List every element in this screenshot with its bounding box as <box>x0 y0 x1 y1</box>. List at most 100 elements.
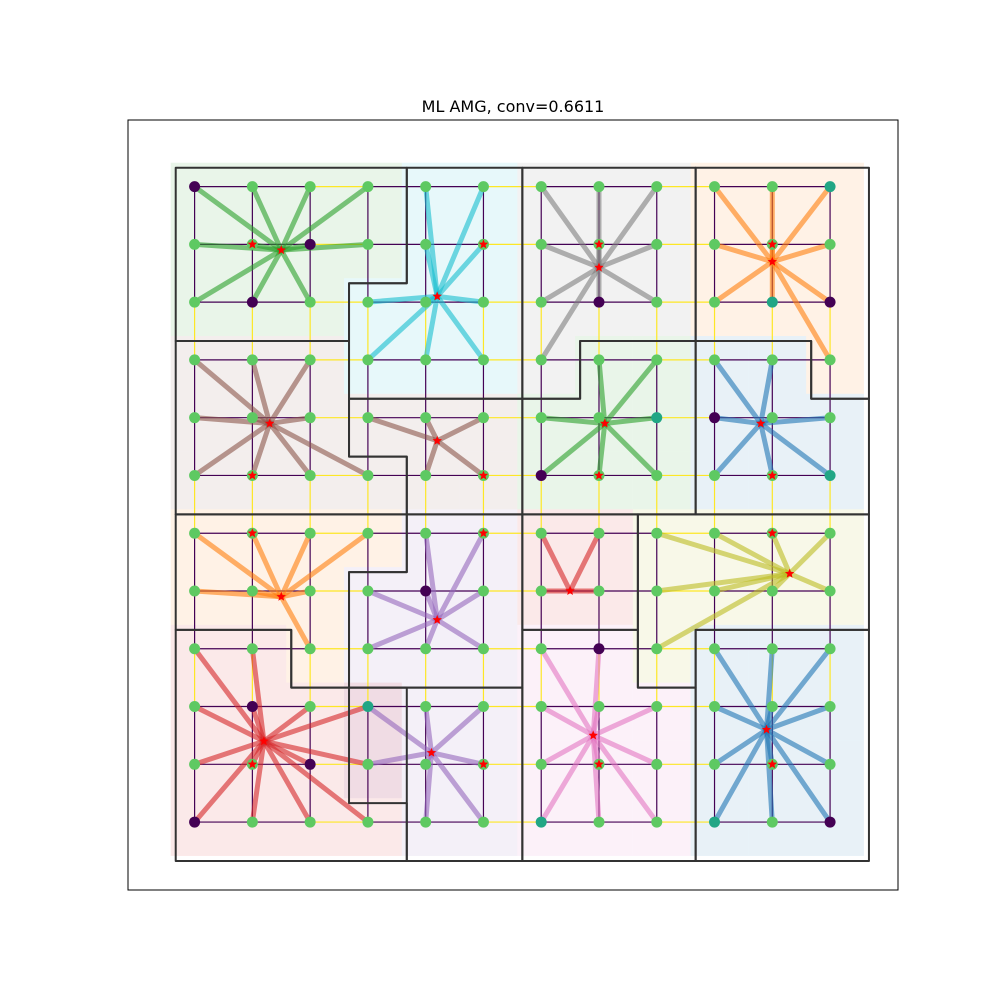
aggregate-cell <box>344 740 402 799</box>
aggregate-spoke <box>654 530 793 577</box>
coarse-point-marker <box>767 759 778 769</box>
aggregate-center-marker <box>432 614 442 624</box>
grid-node <box>304 816 316 828</box>
grid-node <box>420 296 432 308</box>
axes-frame <box>127 119 899 891</box>
grid-node <box>651 643 663 655</box>
grid-node <box>420 701 432 713</box>
grid-node <box>824 296 836 308</box>
aggregate-cell <box>344 336 402 394</box>
grid-node <box>189 816 201 828</box>
grid-node <box>709 296 721 308</box>
grid-node <box>477 296 489 308</box>
aggregate-spoke <box>267 415 313 426</box>
aggregate-spoke <box>434 530 486 623</box>
grid-node <box>304 354 316 366</box>
grid-node <box>189 758 201 770</box>
aggregate-cell <box>459 682 518 741</box>
aggregate-cell <box>690 798 749 856</box>
aggregate-spoke <box>434 184 486 299</box>
grid-node <box>246 412 258 424</box>
aggregate-cell <box>517 798 576 856</box>
grid-node <box>420 238 432 250</box>
aggregate-cell <box>170 393 229 452</box>
grid-node <box>362 238 374 250</box>
grid-node <box>477 181 489 193</box>
grid-node <box>593 701 605 713</box>
grid-node <box>709 643 721 655</box>
aggregate-spoke <box>267 420 371 478</box>
aggregate-spoke <box>278 241 371 253</box>
aggregate-spoke <box>249 646 267 744</box>
aggregate-spoke <box>787 571 833 594</box>
grid-node <box>304 643 316 655</box>
aggregate-spoke <box>602 415 660 426</box>
aggregate-spoke <box>192 415 273 426</box>
aggregate-cell <box>632 278 691 337</box>
grid-node <box>709 354 721 366</box>
grid-node <box>189 238 201 250</box>
grid-node <box>651 354 663 366</box>
aggregate-spoke <box>538 732 596 825</box>
grid-node <box>535 238 547 250</box>
aggregate-center-marker <box>432 291 442 301</box>
grid-node <box>246 816 258 828</box>
aggregate-cell <box>344 798 402 856</box>
aggregate-spoke <box>590 732 660 767</box>
grid-node <box>651 527 663 539</box>
aggregate-center-marker <box>426 747 437 757</box>
aggregate-cell <box>632 393 691 452</box>
grid-node <box>535 412 547 424</box>
aggregate-spoke <box>538 415 608 426</box>
aggregate-spoke <box>538 184 602 270</box>
grid-node <box>535 469 547 481</box>
aggregate-cell <box>344 278 402 337</box>
grid-node <box>651 238 663 250</box>
aggregate-cell <box>170 740 229 799</box>
grid-node <box>304 412 316 424</box>
aggregate-spoke <box>712 646 770 733</box>
aggregate-spoke <box>278 530 371 600</box>
aggregate-spoke <box>787 530 833 577</box>
grid-node <box>189 354 201 366</box>
aggregate-spoke <box>278 247 313 305</box>
grid-node <box>824 701 836 713</box>
grid-node <box>420 354 432 366</box>
aggregate-cell <box>344 451 402 510</box>
aggregate-spoke <box>596 264 660 305</box>
grid-node <box>189 643 201 655</box>
aggregate-spoke <box>712 704 770 733</box>
aggregate-spoke <box>423 530 440 623</box>
grid-node <box>246 643 258 655</box>
aggregate-cell <box>575 451 633 510</box>
aggregate-cell <box>286 624 345 683</box>
aggregate-spoke <box>764 727 833 825</box>
aggregate-spoke <box>261 738 313 825</box>
aggregate-cell <box>517 451 576 510</box>
aggregate-spoke <box>278 594 313 652</box>
grid-node <box>246 585 258 597</box>
grid-node <box>651 181 663 193</box>
aggregate-spoke <box>758 357 775 426</box>
aggregate-center-marker <box>761 724 772 734</box>
grid-node <box>477 643 489 655</box>
aggregate-spoke <box>249 357 273 426</box>
aggregate-spoke <box>261 704 313 744</box>
grid-node <box>304 758 316 770</box>
aggregate-spoke <box>267 420 313 478</box>
aggregate-spoke <box>538 241 602 270</box>
aggregate-cell <box>459 451 518 510</box>
aggregate-spoke <box>192 738 267 767</box>
aggregate-center-marker <box>594 262 604 272</box>
aggregate-spoke <box>590 732 602 825</box>
grid-node <box>477 585 489 597</box>
figure-title: ML AMG, conv=0.6611 <box>422 97 605 116</box>
aggregate-cell <box>632 567 691 625</box>
aggregate-spoke <box>278 530 313 600</box>
grid-node <box>535 296 547 308</box>
aggregate-cell <box>344 393 402 452</box>
grid-node <box>651 758 663 770</box>
aggregate-spoke <box>538 704 596 738</box>
aggregate-outline <box>694 628 870 862</box>
aggregate-cell <box>806 451 864 510</box>
